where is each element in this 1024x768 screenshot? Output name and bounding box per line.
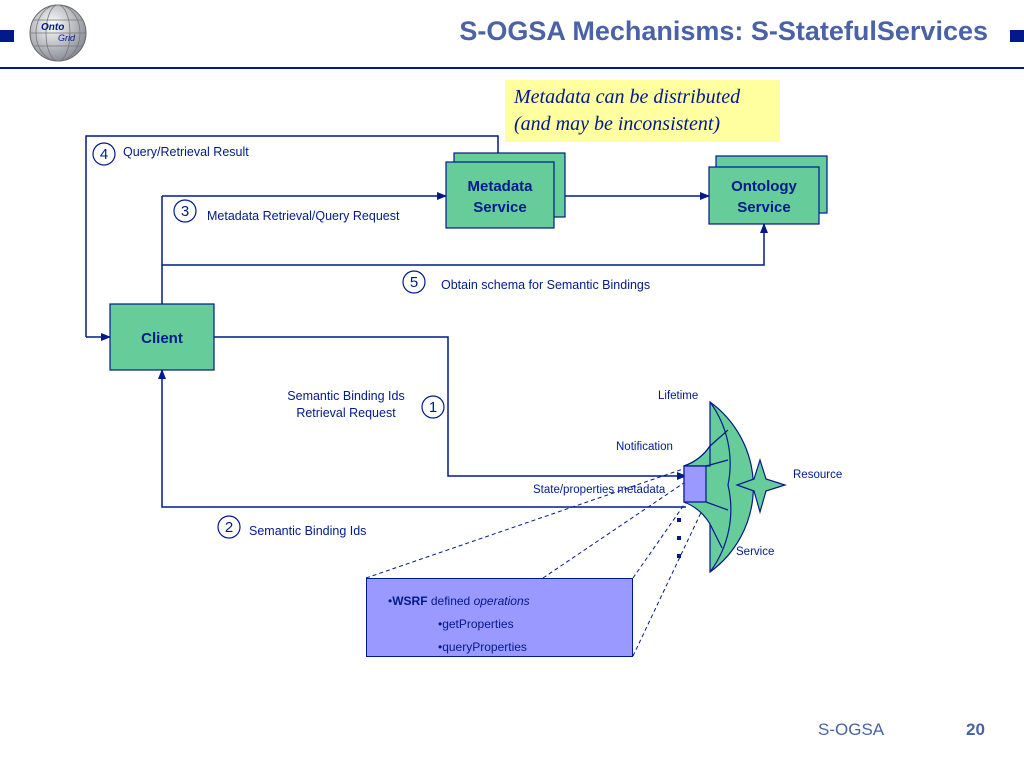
note-line-1: Metadata can be distributed — [514, 86, 741, 108]
svg-text:2: 2 — [225, 519, 233, 536]
wsrf-heading: •WSRF defined operations — [388, 594, 530, 608]
step-1-badge: 1 — [421, 395, 445, 419]
resource-label: Resource — [793, 469, 842, 481]
header-left-marker — [0, 30, 14, 42]
callout-line-2 — [542, 467, 707, 579]
metadata-service-box: Metadata Service — [445, 152, 566, 229]
wsrf-op-queryproperties: •queryProperties — [438, 640, 527, 654]
connector-2 — [158, 369, 686, 508]
header-right-marker — [1010, 30, 1024, 42]
state-properties-label: State/properties metadata — [533, 484, 666, 496]
svg-text:Ontology: Ontology — [731, 178, 797, 195]
connector-1 — [214, 336, 687, 480]
svg-text:Client: Client — [141, 330, 183, 347]
callout-line-4 — [632, 501, 707, 657]
step-4-label: Query/Retrieval Result — [123, 145, 249, 159]
step-5-badge: 5 — [402, 270, 426, 294]
service-arc — [683, 400, 754, 574]
step-3-label: Metadata Retrieval/Query Request — [207, 209, 400, 223]
wsrf-operations-box: •WSRF defined operations •getProperties … — [366, 578, 633, 657]
resource-star — [735, 458, 787, 515]
step-2-badge: 2 — [217, 515, 241, 539]
client-box: Client — [109, 303, 215, 371]
callout-line-3 — [632, 501, 687, 579]
step-5-label: Obtain schema for Semantic Bindings — [441, 278, 650, 292]
footer-label: S-OGSA — [818, 720, 885, 739]
svg-text:3: 3 — [181, 203, 189, 220]
service-label: Service — [736, 546, 774, 558]
slide-title: S-OGSA Mechanisms: S-StatefulServices — [459, 16, 988, 46]
ontogrid-logo: Onto Grid — [29, 4, 87, 62]
distribution-note: Metadata can be distributed (and may be … — [505, 80, 780, 142]
lifetime-label: Lifetime — [658, 390, 698, 402]
ontology-service-box: Ontology Service — [708, 155, 828, 225]
svg-text:5: 5 — [410, 274, 418, 291]
step-2-label: Semantic Binding Ids — [249, 524, 366, 538]
svg-text:Service: Service — [737, 199, 790, 216]
svg-text:Onto: Onto — [41, 22, 64, 33]
connector-4 — [85, 135, 499, 337]
callout-line-1 — [365, 467, 687, 579]
svg-text:Grid: Grid — [58, 33, 76, 43]
svg-text:1: 1 — [429, 399, 437, 416]
step-3-badge: 3 — [173, 199, 197, 223]
note-line-2: (and may be inconsistent) — [514, 113, 721, 135]
step-1-label-line2: Retrieval Request — [296, 406, 396, 420]
connector-5 — [162, 223, 768, 266]
step-4-badge: 4 — [92, 142, 116, 166]
svg-text:Service: Service — [473, 199, 526, 216]
svg-text:Metadata: Metadata — [467, 178, 533, 195]
page-number: 20 — [966, 720, 985, 739]
step-1-label-line1: Semantic Binding Ids — [287, 389, 404, 403]
wsrf-op-getproperties: •getProperties — [438, 617, 514, 631]
ellipsis-dots — [677, 518, 681, 558]
notification-label: Notification — [616, 441, 673, 453]
svg-text:4: 4 — [100, 146, 108, 163]
